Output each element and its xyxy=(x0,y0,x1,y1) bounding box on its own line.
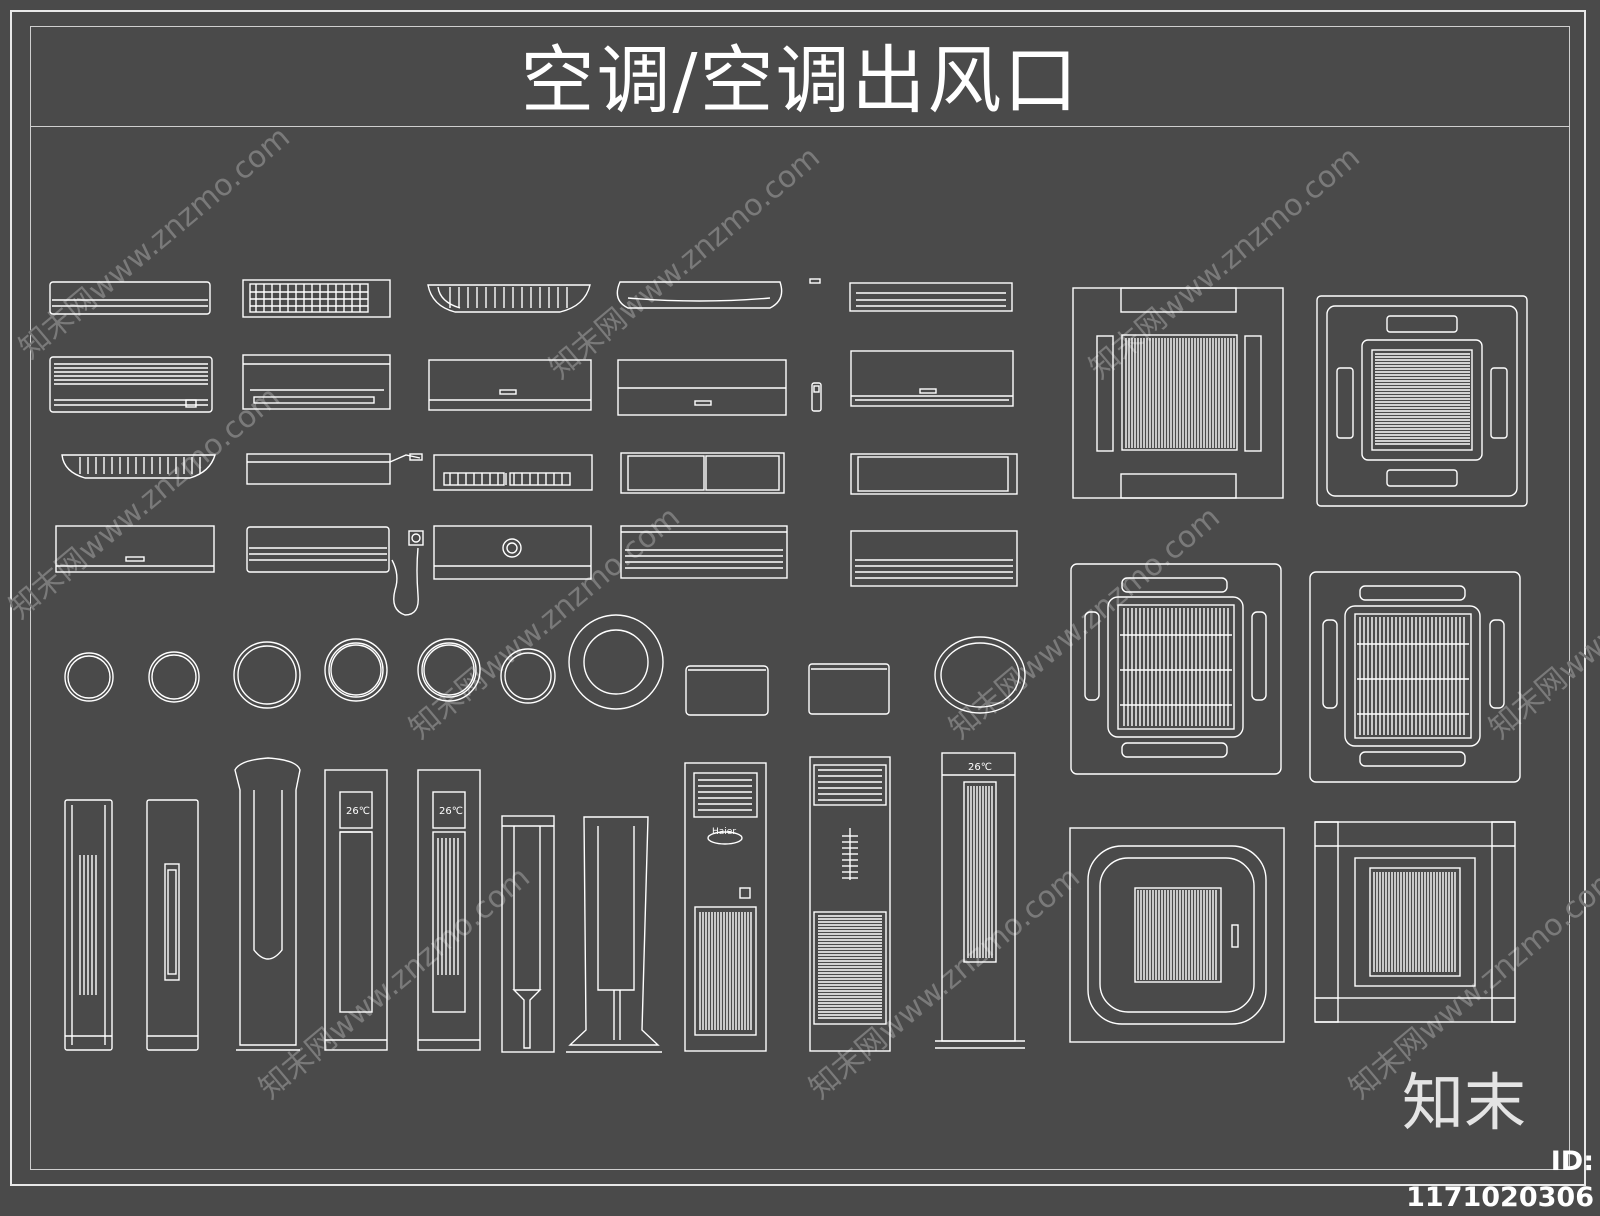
floor-unit-4 xyxy=(417,769,481,1051)
watermark: 知末网www.znzmo.com xyxy=(1483,500,1600,746)
round-vent-5 xyxy=(417,638,481,702)
cassette-3 xyxy=(1070,563,1282,775)
square-vent-1 xyxy=(685,665,769,716)
watermark-layer: 知末网www.znzmo.com 知末网www.znzmo.com 知末网www… xyxy=(3,120,1600,1106)
wall-unit-13 xyxy=(246,526,424,616)
wall-unit-slim xyxy=(849,282,1013,312)
round-vent-1 xyxy=(64,652,114,702)
square-vent-2 xyxy=(808,663,890,715)
temp-label-a: 26℃ xyxy=(346,806,370,817)
cassette-2 xyxy=(1316,295,1528,507)
brand-label: Haier xyxy=(712,827,736,837)
wall-unit-3 xyxy=(49,356,213,413)
round-vent-3 xyxy=(233,641,301,709)
sheet-title: 空调/空调出风口 xyxy=(520,38,1080,124)
wall-unit-1 xyxy=(49,281,211,315)
watermark: 知末网www.znzmo.com xyxy=(13,120,297,366)
curved-wall-unit-2 xyxy=(61,454,216,479)
floor-unit-5 xyxy=(501,815,555,1053)
floor-unit-3 xyxy=(324,769,388,1051)
floor-unit-tower xyxy=(234,757,301,1051)
round-vent-6 xyxy=(500,648,556,704)
wall-unit-7 xyxy=(850,350,1014,407)
image-id: ID: 1171020306 xyxy=(1406,1146,1594,1213)
floor-unit-2 xyxy=(146,799,199,1051)
wall-unit-6 xyxy=(617,359,787,416)
round-vent-large xyxy=(568,614,664,710)
cassette-6 xyxy=(1314,821,1516,1023)
inner-frame xyxy=(30,26,1570,1170)
watermark: 知末网www.znzmo.com xyxy=(403,500,687,746)
wall-unit-16 xyxy=(850,530,1018,587)
wall-unit-12 xyxy=(55,525,215,573)
wall-unit-4 xyxy=(242,354,391,410)
floor-unit-8 xyxy=(935,752,1025,1049)
wall-unit-14 xyxy=(433,525,592,580)
wall-unit-9 xyxy=(433,454,593,491)
wall-unit-rounded xyxy=(616,281,783,309)
cassette-4 xyxy=(1309,571,1521,783)
floor-unit-1 xyxy=(64,799,113,1051)
wall-unit-5 xyxy=(428,359,592,411)
floor-unit-7 xyxy=(809,756,891,1052)
watermark: 知末网www.znzmo.com xyxy=(253,860,537,1106)
watermark: 知末网www.znzmo.com xyxy=(543,140,827,386)
floor-unit-6 xyxy=(566,816,662,1053)
temp-label-b: 26℃ xyxy=(439,806,463,817)
remote-control xyxy=(811,382,822,412)
wall-unit-8 xyxy=(246,453,423,485)
cassette-1 xyxy=(1072,287,1284,499)
cassette-5 xyxy=(1069,827,1285,1043)
wall-unit-10 xyxy=(620,452,785,494)
title-divider xyxy=(30,126,1570,127)
wall-unit-11 xyxy=(850,453,1018,495)
watermark: 知末网www.znzmo.com xyxy=(3,380,287,626)
temp-label-c: 26℃ xyxy=(968,762,992,773)
watermark: 知末网www.znzmo.com xyxy=(803,860,1087,1106)
curved-wall-unit-1 xyxy=(427,284,591,313)
floor-unit-haier xyxy=(684,762,767,1052)
vent-slot xyxy=(509,472,571,486)
brand-logo: 知末 xyxy=(1402,1066,1527,1139)
round-vent-4 xyxy=(324,638,388,702)
wall-unit-15 xyxy=(620,525,788,579)
small-sensor xyxy=(809,278,821,284)
oval-vent xyxy=(934,636,1026,714)
outer-frame xyxy=(10,10,1586,1186)
wall-unit-2 xyxy=(242,279,391,318)
round-vent-2 xyxy=(148,651,200,703)
